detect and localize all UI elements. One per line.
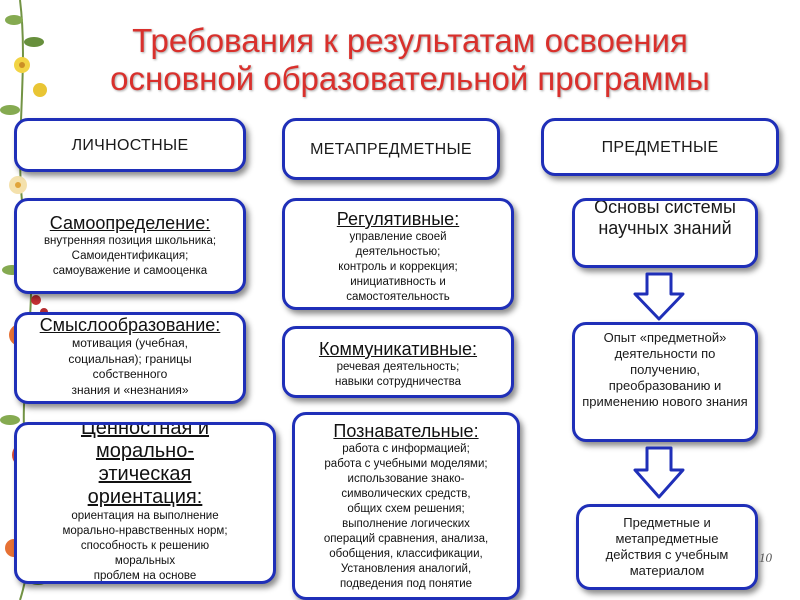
block-body: мотивация (учебная, социальная); границы… [68, 336, 192, 397]
block-text: Предметные и метапредметные действия с у… [605, 515, 729, 578]
header-personal: ЛИЧНОСТНЫЕ [14, 118, 246, 172]
header-metasubject: МЕТАПРЕДМЕТНЫЕ [282, 118, 500, 180]
arrow-down-icon [633, 446, 685, 499]
block-communicative: Коммуникативные: речевая деятельность; н… [282, 326, 514, 398]
page-number: 10 [759, 550, 772, 565]
block-title: Коммуникативные: [318, 339, 478, 359]
arrow-down-icon [633, 272, 685, 321]
title-line-2: основной образовательной программы [110, 60, 710, 97]
header-subject: ПРЕДМЕТНЫЕ [541, 118, 779, 176]
page-title: Требования к результатам освоения основн… [40, 22, 780, 98]
block-text: Основы системы научных знаний [594, 198, 736, 238]
block-body: ориентация на выполнение морально-нравст… [62, 510, 228, 582]
block-value-orientation: Ценностная и морально-этическая ориентац… [14, 422, 276, 584]
block-scientific-knowledge: Основы системы научных знаний [572, 198, 758, 268]
block-body: работа с информацией; работа с учебными … [323, 443, 489, 590]
block-meaning-formation: Смыслообразование: мотивация (учебная, с… [14, 312, 246, 404]
block-body: речевая деятельность; навыки сотрудничес… [335, 361, 461, 388]
block-title: Регулятивные: [336, 209, 460, 229]
block-body: внутренняя позиция школьника; Самоиденти… [43, 235, 217, 277]
block-title: Ценностная и морально-этическая ориентац… [80, 422, 210, 508]
block-regulative: Регулятивные: управление своей деятельно… [282, 198, 514, 310]
block-self-determination: Самоопределение: внутренняя позиция школ… [14, 198, 246, 294]
block-text: Опыт «предметной» деятельности по получе… [582, 330, 748, 409]
block-body: управление своей деятельностью; контроль… [338, 231, 458, 303]
block-cognitive: Познавательные: работа с информацией; ра… [292, 412, 520, 600]
block-title: Познавательные: [333, 421, 479, 441]
block-subject-experience: Опыт «предметной» деятельности по получе… [572, 322, 758, 442]
title-line-1: Требования к результатам освоения [132, 22, 688, 59]
block-title: Смыслообразование: [39, 315, 221, 335]
block-title: Самоопределение: [49, 213, 211, 233]
block-subject-actions: Предметные и метапредметные действия с у… [576, 504, 758, 590]
